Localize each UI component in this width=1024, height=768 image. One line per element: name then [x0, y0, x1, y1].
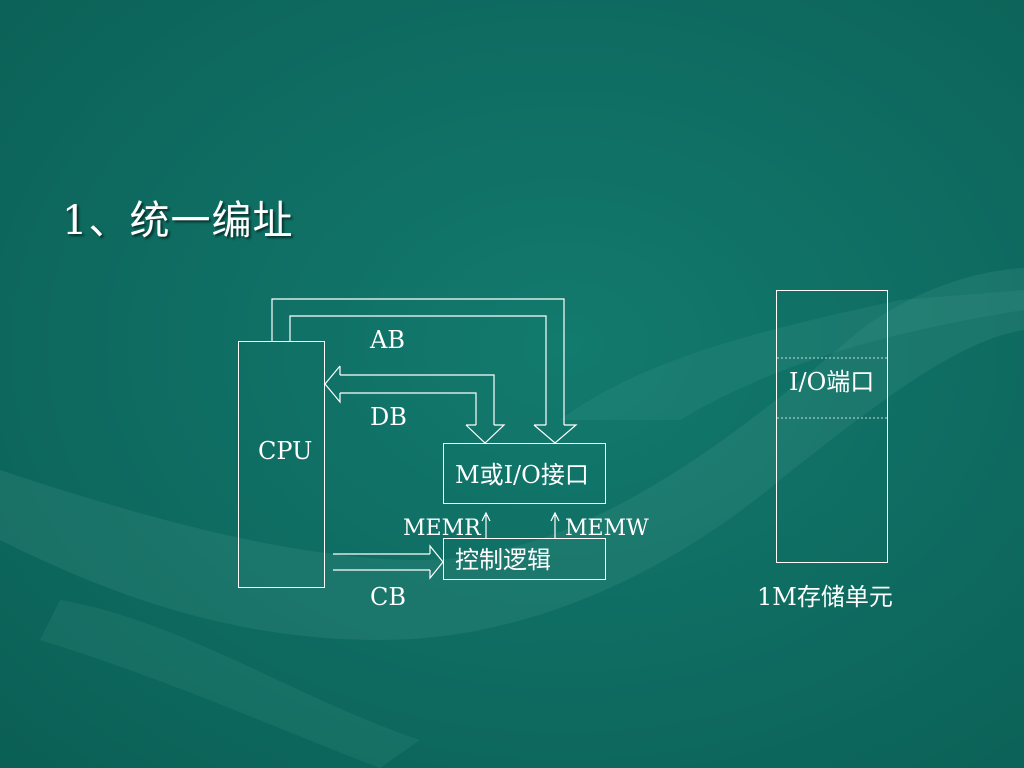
- slide-title: 1、统一编址: [62, 198, 294, 244]
- cpu-label: CPU: [258, 437, 313, 465]
- cpu-block: [238, 341, 325, 588]
- memr-signal-label: MEMR: [403, 516, 481, 541]
- db-bus-upper-line: [340, 374, 495, 425]
- memory-caption: 1M存储单元: [757, 583, 893, 611]
- interface-label: M或I/O接口: [455, 461, 589, 489]
- db-bus-right-arrowhead: [465, 424, 506, 444]
- memw-arrow: [550, 511, 560, 538]
- memw-signal-label: MEMW: [565, 516, 649, 541]
- memory-map-block: [776, 290, 888, 563]
- ab-bus-outer-line: [271, 298, 565, 425]
- ab-bus-inner-line: [289, 315, 547, 425]
- ab-bus-arrowhead: [533, 424, 578, 444]
- cb-bus-arrowhead: [429, 544, 444, 580]
- db-bus-left-arrowhead: [324, 365, 341, 404]
- memr-arrow: [481, 511, 491, 538]
- control-logic-label: 控制逻辑: [455, 546, 551, 574]
- control-logic-block: [443, 538, 606, 580]
- db-bus-lower-line: [340, 392, 477, 425]
- io-port-label: I/O端口: [789, 368, 875, 396]
- interface-block: [443, 443, 606, 504]
- ab-bus-label: AB: [370, 326, 405, 354]
- cb-bus-label: CB: [370, 583, 406, 611]
- db-bus-label: DB: [370, 403, 407, 431]
